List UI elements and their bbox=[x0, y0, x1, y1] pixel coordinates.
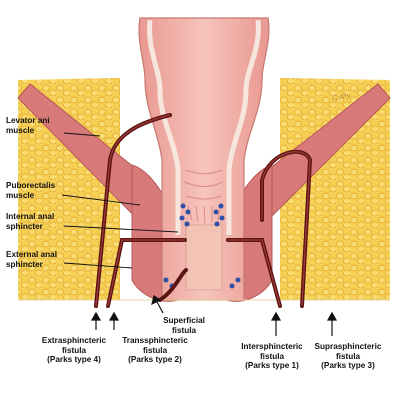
label-levator-ani: Levator ani muscle bbox=[6, 116, 50, 135]
left-fat-tissue bbox=[18, 78, 120, 300]
anal-canal bbox=[185, 224, 223, 291]
label-transsphincteric-fistula: Transsphincteric fistula (Parks type 2) bbox=[122, 336, 188, 364]
label-puborectalis: Puborectalis muscle bbox=[6, 181, 56, 200]
label-internal-sphincter: Internal anal sphincter bbox=[6, 212, 55, 231]
label-extrasphincteric-fistula: Extrasphincteric fistula (Parks type 4) bbox=[41, 336, 107, 364]
fistula-highlights bbox=[95, 114, 311, 307]
superficial-tract bbox=[158, 268, 188, 302]
label-superficial-fistula: Superficial fistula bbox=[163, 316, 205, 335]
label-suprasphincteric-fistula: Suprasphincteric fistula (Parks type 3) bbox=[314, 342, 382, 370]
leader-lines bbox=[61, 132, 179, 269]
rectal-wall-left bbox=[147, 19, 181, 235]
right-fat-tissue bbox=[280, 78, 390, 300]
rectal-wall-right bbox=[226, 19, 261, 235]
label-external-sphincter: External anal sphincter bbox=[6, 250, 57, 269]
label-arrows bbox=[90, 295, 338, 336]
label-intersphincteric-fistula: Intersphincteric fistula (Parks type 1) bbox=[241, 342, 303, 370]
